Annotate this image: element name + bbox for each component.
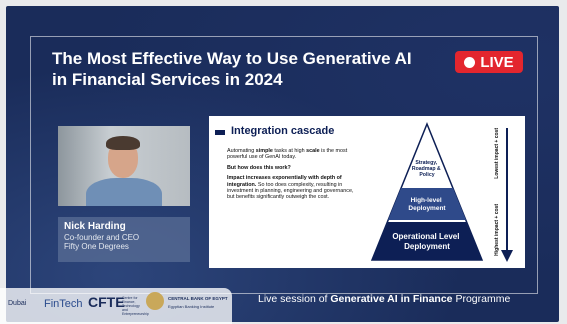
svg-text:Operational Level Depl: Operational Level Deployment	[392, 232, 461, 251]
slide-body: Automating simple tasks at high scale is…	[227, 148, 354, 201]
slide-heading: Integration cascade	[231, 125, 335, 137]
speaker-name: Nick Harding	[64, 221, 126, 232]
session-title: The Most Effective Way to Use Generative…	[52, 49, 412, 89]
live-badge: LIVE	[455, 51, 523, 73]
impact-arrow: Lowest impact + cost Highest impact + co…	[492, 124, 522, 264]
down-arrow-icon	[501, 128, 513, 262]
logo-dubai: Dubai	[8, 300, 27, 307]
speaker-role: Co-founder and CEO	[64, 233, 140, 242]
logo-cfte-sub: Centre for Finance, Technology and Entre…	[122, 296, 149, 316]
speaker-company: Fifty One Degrees	[64, 242, 129, 251]
stream-frame: The Most Effective Way to Use Generative…	[6, 6, 559, 322]
slide-border	[30, 36, 538, 294]
svg-text:High-level Deployment: High-level Deployment	[408, 197, 446, 212]
cascade-pyramid: Strategy, Roadmap & Policy High-level De…	[370, 121, 484, 261]
logo-central-bank-sub: Egyptian Banking Institute	[168, 304, 215, 309]
presentation-slide: Integration cascade Automating simple ta…	[209, 116, 525, 268]
tier-mid-shape	[388, 188, 466, 220]
logo-cfte: CFTE	[88, 294, 125, 310]
arrow-label-top: Lowest impact + cost	[494, 128, 500, 179]
svg-text:Strategy, Roadmap &: Strategy, Roadmap & Policy	[412, 160, 442, 178]
speaker-video	[58, 126, 190, 206]
tier-bottom-shape	[372, 222, 482, 260]
central-bank-emblem-icon	[146, 292, 164, 310]
speaker-nameplate: Nick Harding Co-founder and CEO Fifty On…	[58, 217, 190, 262]
session-caption: Live session of Generative AI in Finance…	[258, 293, 511, 305]
heading-bar	[215, 130, 225, 135]
logo-fintech: FinTech	[44, 298, 83, 310]
arrow-label-bottom: Highest impact + cost	[494, 204, 500, 256]
live-dot-icon	[464, 56, 476, 68]
sponsor-logos: Dubai FinTech CFTE Centre for Finance, T…	[0, 288, 232, 324]
logo-central-bank: CENTRAL BANK OF EGYPT	[168, 296, 228, 301]
